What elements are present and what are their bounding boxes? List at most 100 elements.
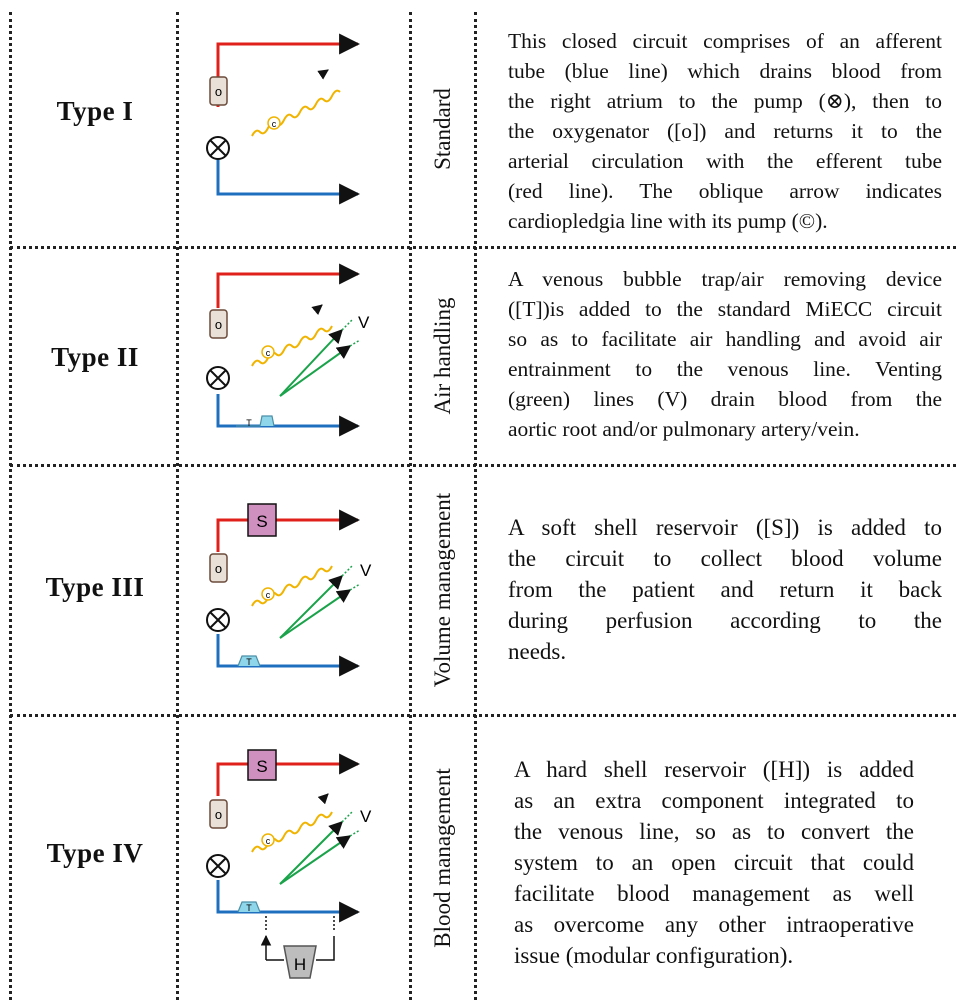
cardioplegia-pump-label: c <box>266 836 271 846</box>
arterial-line <box>216 509 361 552</box>
description-line: as an extra component integrated to <box>514 788 914 813</box>
oxygenator-label: o <box>215 84 222 99</box>
description-line: the right atrium to the pump (⊗), then t… <box>508 89 942 113</box>
category-label: Air handling <box>412 248 474 464</box>
cardioplegia-line <box>251 89 341 137</box>
category-label: Blood management <box>412 716 474 1000</box>
category-text: Volume management <box>430 492 455 688</box>
cardioplegia-pump-icon <box>267 116 281 130</box>
description-line: A venous bubble trap/air removing device <box>508 267 942 291</box>
table-border-left <box>9 12 12 1000</box>
category-text: Blood management <box>430 768 455 948</box>
type-label: Type III <box>45 572 145 602</box>
column-divider-2 <box>409 12 412 1000</box>
description-line: cardiopledgia line with its pump (©). <box>508 209 828 233</box>
description: This closed circuit comprises of an affe… <box>508 26 942 236</box>
soft-reservoir-icon <box>247 749 277 781</box>
description: A soft shell reservoir ([S]) is added to… <box>508 512 942 667</box>
category-text: Air handling <box>430 297 455 415</box>
description-line: This closed circuit comprises of an affe… <box>508 29 942 53</box>
vent-line <box>279 821 343 885</box>
cardioplegia-pump-icon <box>261 345 275 359</box>
table-row: Type II o T c V Air handling A venous bu… <box>0 248 956 464</box>
cardioplegia-line <box>251 811 333 853</box>
oxygenator-icon <box>209 76 228 106</box>
description: A venous bubble trap/air removing device… <box>508 264 942 444</box>
type-label: Type IV <box>46 838 144 868</box>
cardioplegia-pump-label: c <box>266 590 271 600</box>
arterial-line <box>216 33 361 107</box>
description-line: so as to facilitate air handling and avo… <box>508 327 942 351</box>
description-line: the oxygenator ([o]) and returns it to t… <box>508 119 942 143</box>
description-line: (red line). The oblique arrow indicates <box>508 179 942 203</box>
trap-label: T <box>246 903 252 913</box>
hard-reservoir-label: H <box>294 955 306 974</box>
description-line: arterial circulation with the efferent t… <box>508 149 942 173</box>
description-line: aortic root and/or pulmonary artery/vein… <box>508 417 860 441</box>
pump-cross <box>209 139 227 157</box>
hard-reservoir-icon <box>283 945 317 979</box>
description-line: facilitate blood management as well <box>514 881 914 906</box>
description-line: the circuit to collect blood volume <box>508 546 942 571</box>
description-line: (green) lines (V) drain blood from the <box>508 387 942 411</box>
pump-cross <box>209 611 227 629</box>
pump-cross <box>209 369 227 387</box>
description-line: as overcome any other intraoperative <box>514 912 914 937</box>
row-divider-1 <box>10 246 956 249</box>
venous-line <box>216 634 361 677</box>
cardioplegia-pump-label: c <box>266 348 271 358</box>
description-line: entrainment to the venous line. Venting <box>508 357 942 381</box>
description-line: needs. <box>508 639 567 664</box>
description-line: during perfusion according to the <box>508 608 942 633</box>
vent-label: V <box>360 561 372 580</box>
vent-line <box>279 575 343 639</box>
vent-line <box>279 345 352 397</box>
vent-line <box>279 328 343 397</box>
circuit-diagram-type-4: S o T c V H <box>206 749 372 979</box>
arterial-line <box>216 753 361 796</box>
cardioplegia-pump-icon <box>261 833 275 847</box>
venous-line <box>216 394 361 437</box>
type-label: Type I <box>56 96 134 126</box>
cardioplegia-line <box>251 325 333 367</box>
oxygenator-icon <box>209 553 228 583</box>
trap-icon <box>237 901 261 913</box>
cardioplegia-line <box>251 565 333 607</box>
cardioplegia-arrow <box>317 69 329 80</box>
vent-line-dotted <box>341 565 361 591</box>
cardioplegia-pump-label: c <box>272 119 277 129</box>
soft-reservoir-label: S <box>256 757 267 776</box>
oxygenator-label: o <box>215 317 222 332</box>
row-divider-3 <box>10 714 956 717</box>
description-line: from the patient and return it back <box>508 577 942 602</box>
vent-line <box>279 835 352 885</box>
table-row: Type III S o T c V Volume management <box>0 466 956 714</box>
trap-label: T <box>246 657 252 667</box>
pump-cross <box>209 857 227 875</box>
venous-line <box>216 880 361 923</box>
oxygenator-icon <box>209 799 228 829</box>
description-line: system to an open circuit that could <box>514 850 914 875</box>
vent-label: V <box>358 313 370 332</box>
type-label: Type II <box>51 342 139 372</box>
vent-line-dotted <box>341 319 361 347</box>
circuit-diagram-type-1: o c <box>206 33 361 205</box>
column-divider-3 <box>474 12 477 1000</box>
vent-label: V <box>360 807 372 826</box>
cardioplegia-arrow <box>311 304 323 316</box>
cardioplegia-arrow <box>317 793 329 805</box>
oxygenator-icon <box>209 309 228 339</box>
description-line: tube (blue line) which drains blood from <box>508 59 942 83</box>
oxygenator-label: o <box>215 807 222 822</box>
hard-reservoir-loop <box>266 936 335 961</box>
vent-line-dotted <box>341 811 361 837</box>
description-line: the venous line, so as to convert the <box>514 819 914 844</box>
circuit-diagram-type-2: o T c V <box>206 263 370 437</box>
circuit-diagram-type-3: S o T c V <box>206 503 372 677</box>
table-row: Type I o c Standard This closed circuit … <box>0 12 956 246</box>
row-divider-2 <box>10 464 956 467</box>
category-label: Standard <box>412 12 474 246</box>
category-text: Standard <box>430 88 455 170</box>
oxygenator-label: o <box>215 561 222 576</box>
